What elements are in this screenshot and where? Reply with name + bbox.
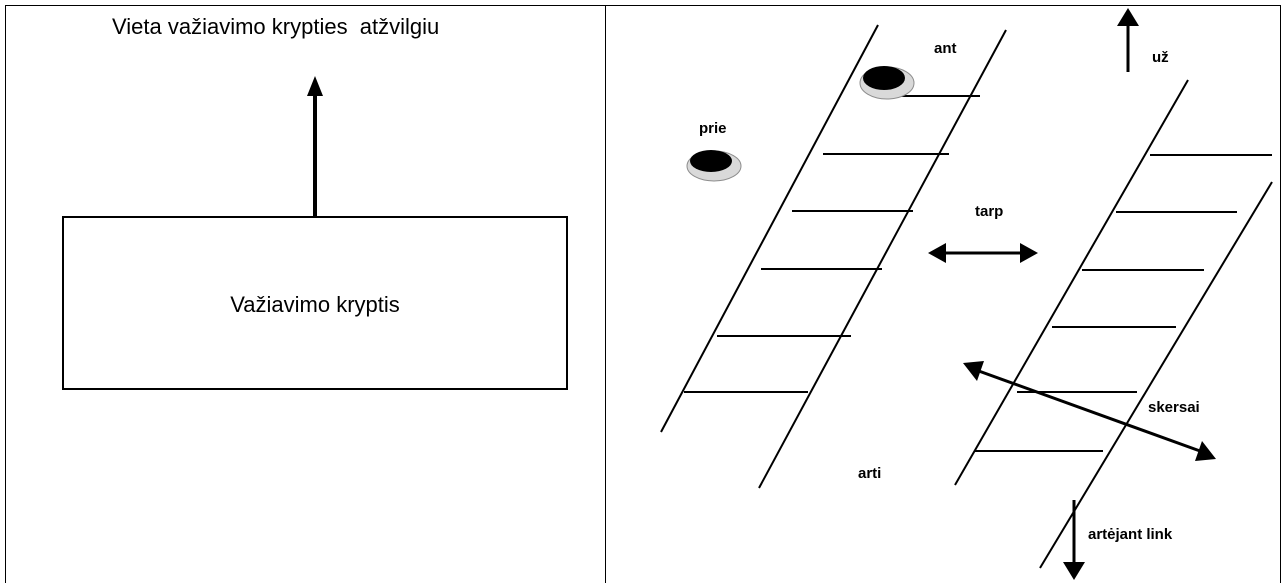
uz-arrow	[1117, 8, 1139, 72]
stone-prie-icon	[686, 150, 742, 182]
label-ant: ant	[934, 40, 957, 57]
left-panel-title: Vieta važiavimo krypties atžvilgiu	[112, 14, 440, 39]
label-tarp: tarp	[975, 203, 1003, 220]
crosswalk-left	[660, 24, 1007, 489]
crosswalk-right	[954, 79, 1273, 569]
skersai-arrow	[963, 361, 1216, 461]
label-arti: arti	[858, 465, 881, 482]
right-panel	[604, 5, 1281, 583]
driving-direction-label: Važiavimo kryptis	[230, 292, 400, 317]
stone-ant-icon	[859, 66, 915, 100]
label-skersai: skersai	[1148, 399, 1200, 416]
label-artejant-link: artėjant link	[1088, 526, 1173, 543]
left-panel	[5, 5, 606, 583]
artejant-link-arrow	[1063, 500, 1085, 580]
label-prie: prie	[699, 120, 727, 137]
tarp-arrow	[928, 243, 1038, 263]
direction-arrow	[307, 76, 323, 216]
driving-direction-box: Važiavimo kryptis	[62, 216, 568, 390]
label-uz: už	[1152, 49, 1169, 66]
